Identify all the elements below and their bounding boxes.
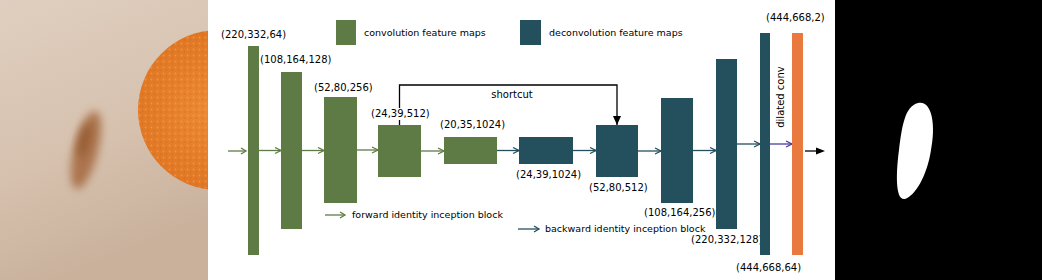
block-arrow: [497, 150, 519, 151]
shortcut-connector: [400, 85, 618, 125]
dimension-label: (20,35,1024): [439, 119, 506, 131]
feature-map-bar: (220,332,128): [716, 59, 737, 229]
legend-text: deconvolution feature maps: [549, 27, 683, 39]
feature-map-bar: (20,35,1024): [444, 137, 497, 164]
dimension-label: (444,668,64): [735, 262, 802, 274]
legend-text: forward identity inception block: [352, 209, 503, 221]
legend-text: backward identity inception block: [545, 223, 705, 235]
feature-map-bar: (24,39,1024): [519, 137, 573, 164]
dimension-label: (108,164,128): [259, 54, 332, 66]
feature-map-bar: (52,80,256): [324, 97, 357, 203]
feature-map-bar: (108,164,128): [281, 72, 302, 229]
legend-swatch: [520, 20, 541, 45]
block-arrow: [302, 150, 324, 151]
block-arrow: [737, 143, 760, 144]
legend-swatch: [336, 20, 356, 45]
dimension-label: (52,80,256): [313, 82, 374, 94]
block-arrow: [259, 150, 281, 151]
block-arrow: [770, 143, 792, 144]
feature-map-bar: (52,80,512): [596, 125, 638, 177]
block-arrow: [693, 150, 716, 151]
block-arrow: [638, 150, 661, 151]
feature-map-bar: (220,332,64): [248, 46, 259, 255]
block-arrow: [421, 150, 444, 151]
legend-text: convolution feature maps: [364, 27, 486, 39]
dimension-label: (220,332,128): [690, 234, 763, 246]
feature-map-bar: (444,668,64): [760, 33, 770, 255]
dimension-label: (52,80,512): [588, 182, 649, 194]
skin-photo: [0, 0, 208, 280]
segmentation-mask: [835, 0, 1042, 280]
edge-label: dilated conv: [775, 65, 787, 129]
dimension-label: (220,332,64): [220, 29, 287, 41]
feature-map-bar: (108,164,256): [661, 98, 693, 203]
dimension-label: (24,39,1024): [515, 169, 582, 181]
block-arrow: [357, 149, 378, 150]
dimension-label: (24,39,512): [370, 108, 431, 120]
edge-label: shortcut: [490, 89, 533, 101]
dimension-label: (444,668,2): [765, 12, 826, 24]
block-arrow: [573, 150, 596, 151]
feature-map-bar: (444,668,2): [792, 33, 803, 255]
dimension-label: (108,164,256): [643, 207, 716, 219]
feature-map-bar: (24,39,512): [378, 125, 421, 177]
